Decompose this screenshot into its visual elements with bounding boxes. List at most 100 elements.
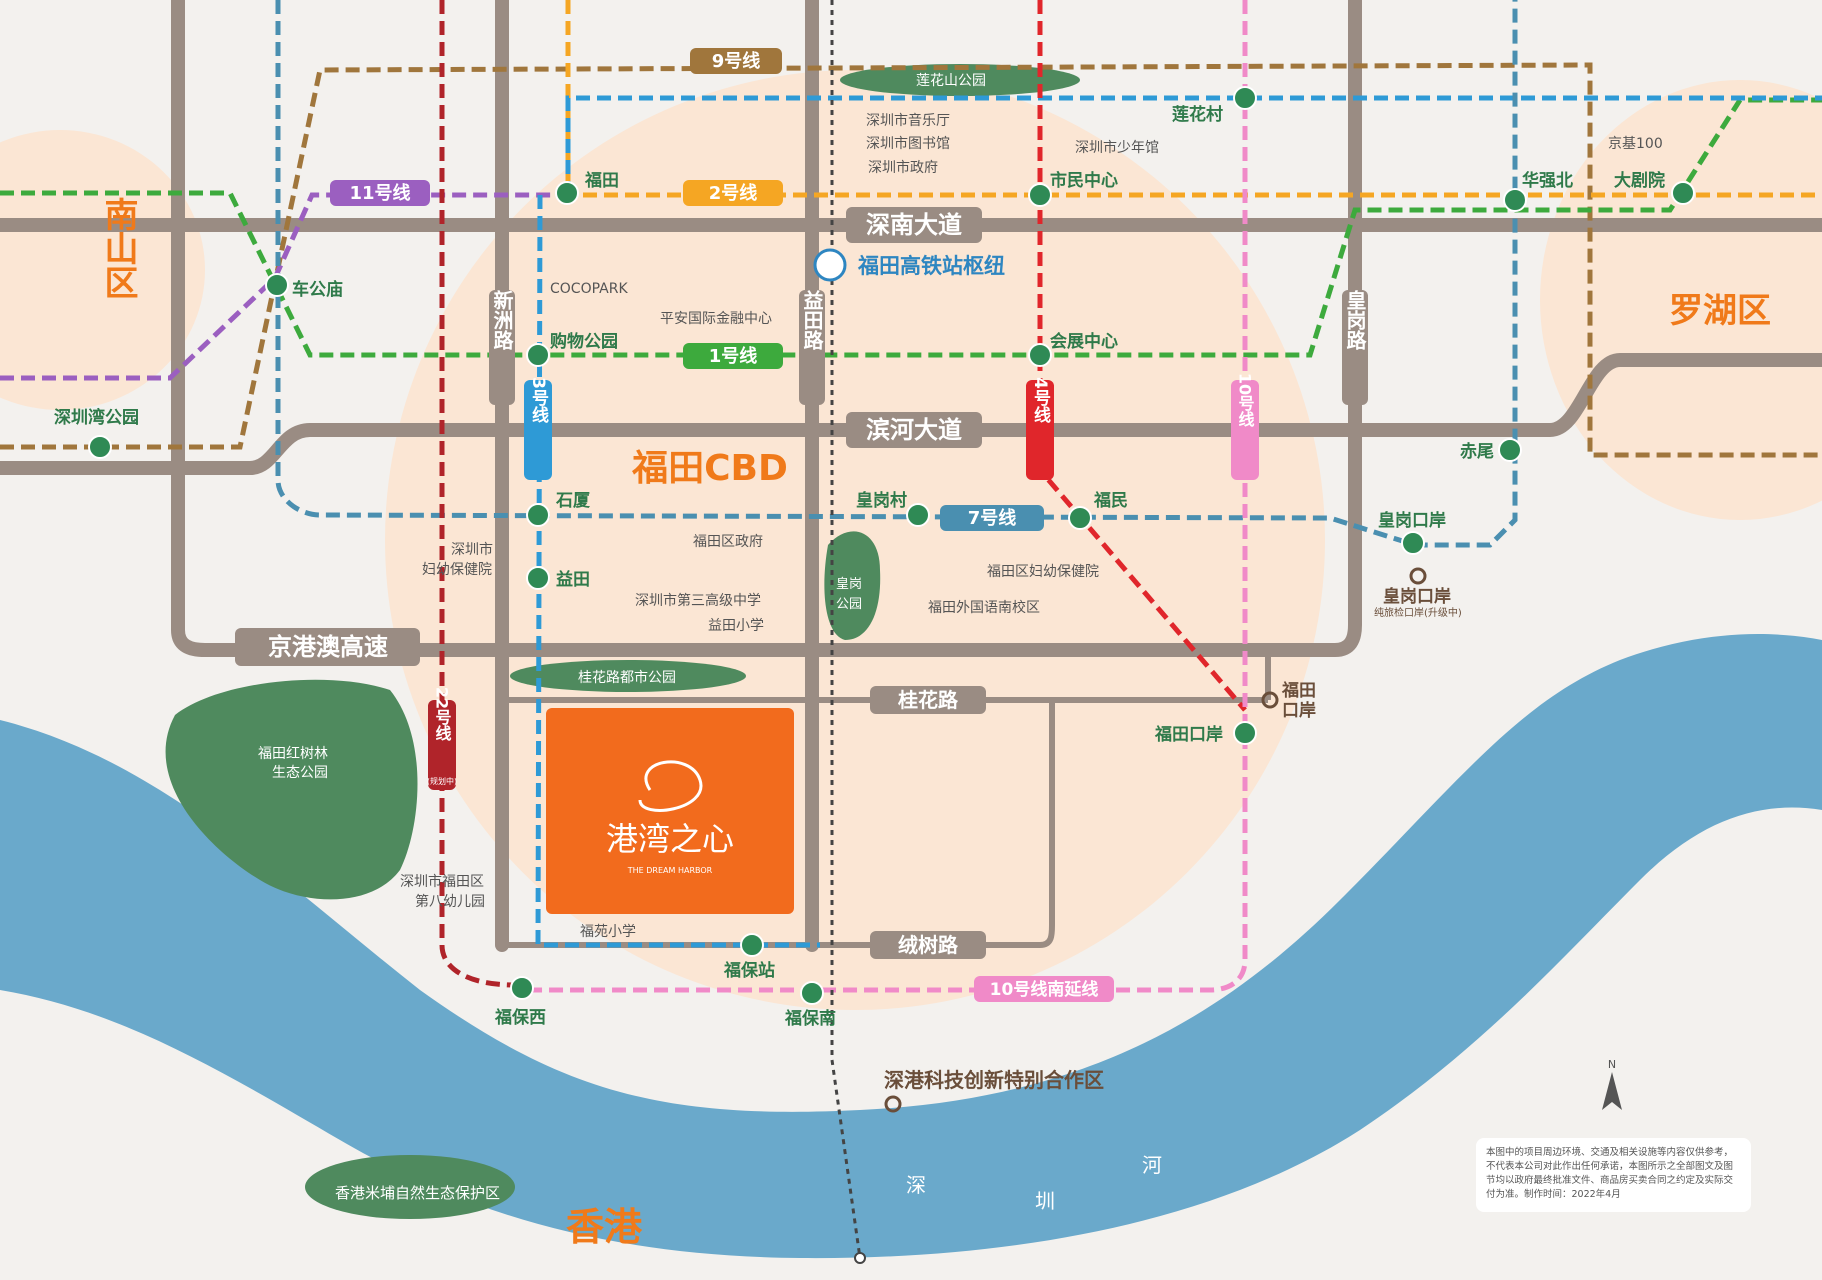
huanggang-road-label: 皇岗路 bbox=[1343, 289, 1367, 351]
nanshan-zone bbox=[0, 130, 205, 410]
poi-sz-hk-zone: 深港科技创新特别合作区 bbox=[884, 1068, 1104, 1092]
station-futiankouan-marker[interactable] bbox=[1233, 721, 1257, 745]
guihualu-park bbox=[510, 660, 746, 692]
poi-maternity-1: 深圳市 bbox=[451, 541, 493, 558]
poi-markers bbox=[854, 567, 1427, 1264]
line-2-label: 2号线 bbox=[709, 182, 758, 204]
rail-line bbox=[830, 0, 862, 1259]
rail-hub-icon bbox=[813, 248, 847, 282]
stations bbox=[88, 86, 1695, 1005]
station-huaqiangbei: 华强北 bbox=[1522, 170, 1573, 191]
station-huizhanzhongxin-marker[interactable] bbox=[1028, 343, 1052, 367]
station-shenzhenwangongyuan-marker[interactable] bbox=[88, 435, 112, 459]
station-shixia-marker[interactable] bbox=[526, 503, 550, 527]
lianhuashan-park bbox=[840, 64, 1080, 96]
metro-line-9 bbox=[0, 62, 1822, 458]
station-fubaonan: 福保南 bbox=[784, 1008, 836, 1029]
futian-port-marker bbox=[1261, 691, 1279, 709]
station-chegongmiao-marker[interactable] bbox=[265, 273, 289, 297]
metro-line-22 bbox=[439, 0, 516, 988]
station-fubaonan-marker[interactable] bbox=[800, 981, 824, 1005]
rail-hub-label[interactable]: 福田高铁站枢纽 bbox=[857, 254, 1005, 278]
station-huanggangkouan: 皇岗口岸 bbox=[1378, 510, 1446, 531]
line-10-label: 10号线 bbox=[1236, 373, 1255, 428]
sz-hk-zone-marker bbox=[884, 1095, 902, 1113]
xinzhou-road-label: 新洲路 bbox=[490, 289, 514, 351]
station-gouwugongyuan-marker[interactable] bbox=[526, 343, 550, 367]
disclaimer: 本图中的项目周边环境、交通及相关设施等内容仅供参考，不代表本公司对此作出任何承诺… bbox=[1476, 1138, 1751, 1212]
mai-po-park bbox=[305, 1155, 515, 1219]
station-yitian: 益田 bbox=[556, 569, 590, 590]
metro-line-1 bbox=[0, 97, 1822, 358]
guihua-road-badge bbox=[870, 686, 986, 714]
huanggang-road-badge bbox=[1342, 290, 1368, 405]
line-22-label: 22号线 bbox=[433, 687, 452, 742]
poi-huanggang-park-1: 皇岗 bbox=[836, 577, 862, 592]
poi-labels: 莲花山公园 深圳市音乐厅 深圳市图书馆 深圳市政府 深圳市少年馆 京基100 C… bbox=[258, 73, 1663, 1202]
line-11-label: 11号线 bbox=[349, 182, 410, 204]
station-fumin-marker[interactable] bbox=[1068, 506, 1092, 530]
station-dajuyuan-marker[interactable] bbox=[1671, 181, 1695, 205]
station-fumin: 福民 bbox=[1093, 490, 1128, 511]
station-fubaoxi: 福保西 bbox=[494, 1007, 546, 1028]
station-huanggangcun-marker[interactable] bbox=[906, 503, 930, 527]
station-fubaoxi-marker[interactable] bbox=[510, 976, 534, 1000]
poi-mai-po: 香港米埔自然生态保护区 bbox=[335, 1184, 500, 1202]
poi-pingan: 平安国际金融中心 bbox=[660, 311, 772, 327]
poi-maternity-2: 妇幼保健院 bbox=[422, 561, 492, 578]
line-9-label: 9号线 bbox=[712, 50, 761, 72]
poi-futian-maternity: 福田区妇幼保健院 bbox=[987, 563, 1099, 580]
binhe-road-label: 滨河大道 bbox=[866, 416, 962, 444]
shenzhen-river bbox=[0, 634, 1822, 1259]
guihua-road-label: 桂花路 bbox=[897, 688, 959, 712]
huanggang-port-marker bbox=[1409, 567, 1427, 585]
poi-yitian-primary: 益田小学 bbox=[708, 618, 764, 634]
jinggangao-label: 京港澳高速 bbox=[268, 633, 388, 661]
station-huanggangkouan-marker[interactable] bbox=[1401, 531, 1425, 555]
metro-line-3b bbox=[565, 95, 1822, 195]
station-lianhuacun-marker[interactable] bbox=[1233, 86, 1257, 110]
station-futian-marker[interactable] bbox=[555, 181, 579, 205]
line-1-label: 1号线 bbox=[709, 345, 758, 367]
poi-guihualu-park: 桂花路都市公园 bbox=[578, 669, 676, 686]
shennan-road-badge bbox=[846, 207, 982, 243]
jinggangao-badge bbox=[235, 628, 420, 666]
yitian-road-label: 益田路 bbox=[800, 289, 824, 351]
north-arrow-icon bbox=[1602, 1072, 1622, 1110]
shennan-road-label: 深南大道 bbox=[866, 211, 962, 239]
station-fubaozhan-marker[interactable] bbox=[740, 933, 764, 957]
poi-huanggang-park-2: 公园 bbox=[836, 597, 862, 612]
binhe-road-badge bbox=[846, 412, 982, 448]
poi-mangrove-1: 福田红树林 bbox=[258, 746, 328, 762]
line-7-label: 7号线 bbox=[968, 507, 1017, 529]
station-chiwei-marker[interactable] bbox=[1498, 438, 1522, 462]
station-futian: 福田 bbox=[584, 170, 619, 191]
rongshu-road-badge bbox=[870, 931, 986, 959]
road-labels: 深南大道 滨河大道 京港澳高速 桂花路 绒树路 新洲路 益田路 皇岗路 bbox=[235, 207, 1368, 959]
line-4-label: 4号线 bbox=[1030, 377, 1051, 424]
project-logo-icon bbox=[638, 760, 703, 812]
rongshu-road-label: 绒树路 bbox=[898, 933, 959, 957]
district-luohu: 罗湖区 bbox=[1669, 291, 1771, 331]
poi-huanggang-port-note: 纯旅检口岸(升级中) bbox=[1374, 606, 1462, 619]
metro-line-7 bbox=[275, 0, 1518, 548]
poi-futian-port-2: 口岸 bbox=[1282, 700, 1316, 721]
station-shixia: 石厦 bbox=[555, 491, 591, 511]
station-chiwei: 赤尾 bbox=[1460, 441, 1494, 462]
station-huaqiangbei-marker[interactable] bbox=[1503, 188, 1527, 212]
station-chegongmiao: 车公庙 bbox=[292, 279, 343, 300]
project-name: 港湾之心 bbox=[606, 820, 734, 858]
poi-huanggang-port: 皇岗口岸 bbox=[1383, 586, 1451, 607]
xinzhou-road-badge bbox=[489, 290, 515, 405]
district-hongkong: 香港 bbox=[566, 1205, 643, 1249]
metro-line-10 bbox=[530, 0, 1248, 993]
poi-futian-port-1: 福田 bbox=[1281, 680, 1316, 701]
poi-futian-gov: 福田区政府 bbox=[693, 534, 763, 550]
line-labels: 9号线 11号线 2号线 1号线 7号线 3号线 4号线 10号线 22号线 (… bbox=[330, 48, 1259, 1002]
station-shiminzhongxin-marker[interactable] bbox=[1028, 183, 1052, 207]
station-yitian-marker[interactable] bbox=[526, 566, 550, 590]
poi-cocopark: COCOPARK bbox=[550, 281, 628, 297]
poi-kindergarten-2: 第八幼儿园 bbox=[415, 893, 485, 910]
poi-lianhuashan: 莲花山公园 bbox=[916, 73, 986, 89]
